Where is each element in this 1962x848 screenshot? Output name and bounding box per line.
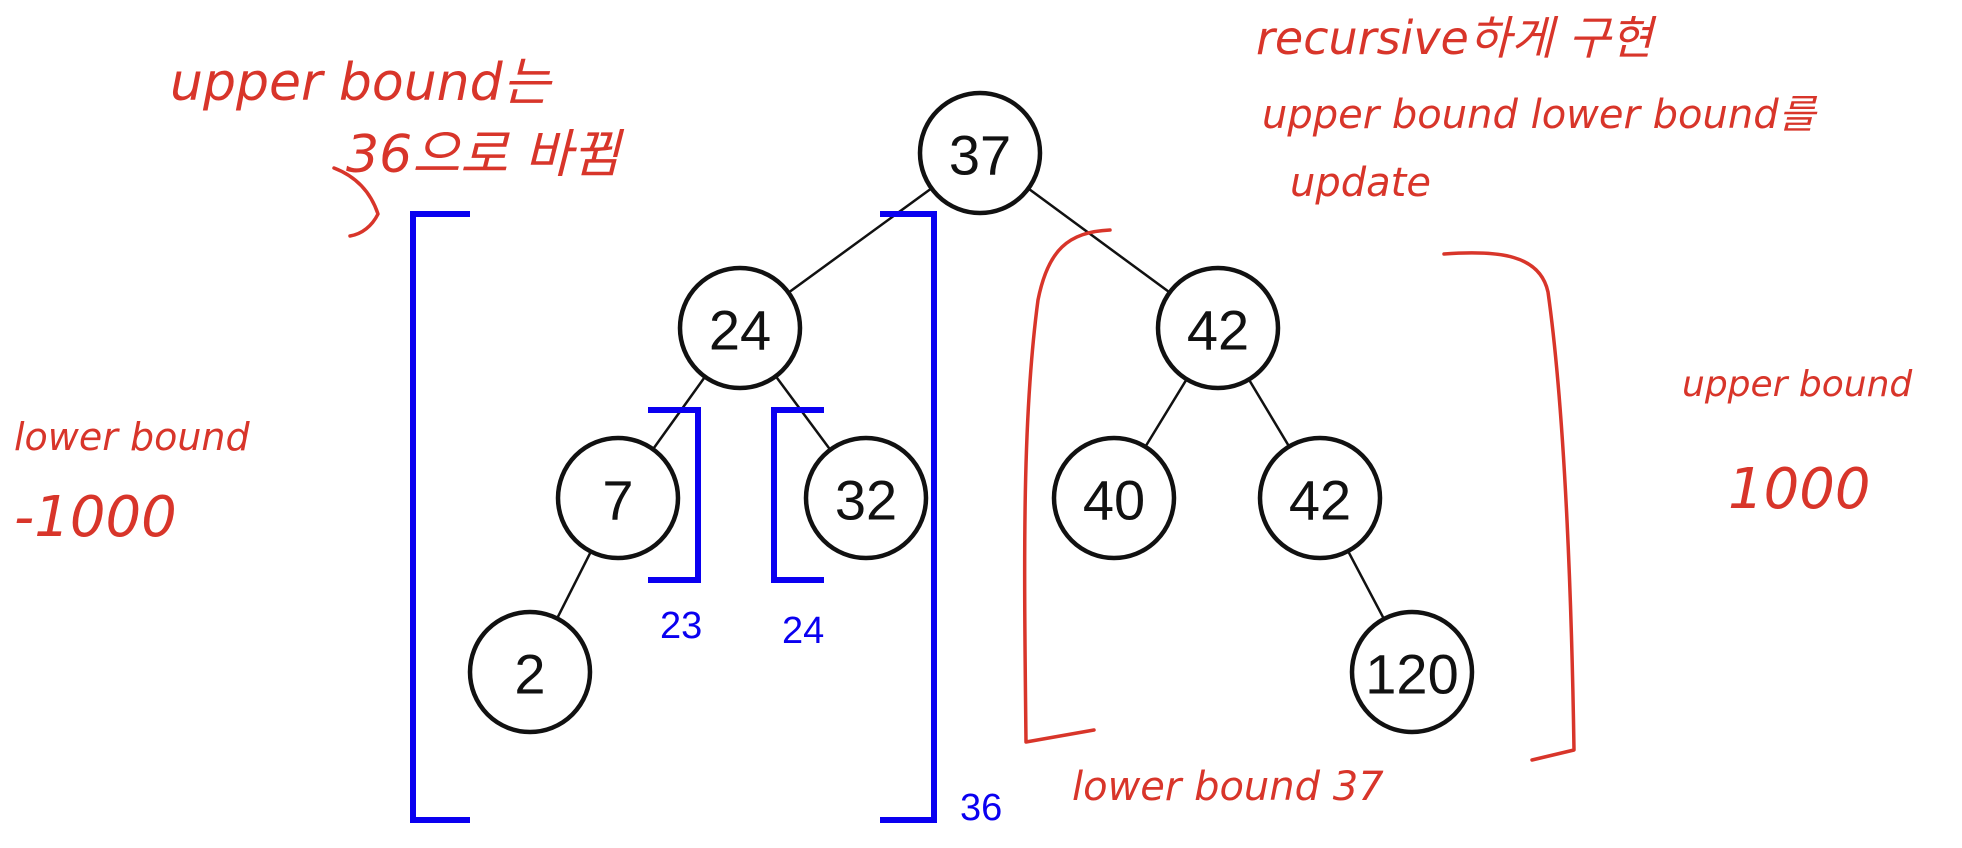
node-circle [803, 435, 929, 561]
tree-node: 42 [1155, 265, 1281, 391]
node7-upper-bound-label: 23 [660, 605, 702, 647]
node7-close-bracket [648, 407, 701, 583]
recursive-note-line3: update [1290, 160, 1431, 206]
tree-node: 37 [917, 90, 1043, 216]
tree-node: 40 [1051, 435, 1177, 561]
blue-brackets: 36 23 24 [410, 211, 1002, 829]
node-label: 37 [949, 124, 1011, 187]
recursive-note-line2: upper bound lower bound를 [1262, 92, 1818, 138]
tree-node: 32 [803, 435, 929, 561]
node-label: 24 [709, 299, 771, 362]
right-subtree-open-stroke [1022, 228, 1112, 744]
left-lower-bound-label: lower bound [14, 415, 251, 459]
right-upper-bound-label: upper bound [1682, 364, 1913, 405]
node-label: 2 [514, 643, 545, 706]
tree-node: 42 [1257, 435, 1383, 561]
right-subtree-lower-bound-label: lower bound 37 [1072, 764, 1384, 810]
tree-nodes: 37 24 42 7 32 40 42 2 [467, 90, 1475, 735]
node-label: 42 [1289, 469, 1351, 532]
tree-node: 24 [677, 265, 803, 391]
tree-node: 120 [1349, 609, 1475, 735]
tree-node: 7 [555, 435, 681, 561]
upper-bound-note-line1: upper bound는 [170, 53, 553, 113]
node-circle [677, 265, 803, 391]
node32-lower-bound-label: 24 [782, 610, 824, 652]
node32-open-bracket [771, 407, 824, 583]
node-circle [467, 609, 593, 735]
handwritten-annotations: upper bound는 36으로 바뀜 recursive하게 구현 uppe… [14, 11, 1913, 810]
node-label: 42 [1187, 299, 1249, 362]
node-label: 7 [602, 469, 633, 532]
tree-node: 2 [467, 609, 593, 735]
right-upper-bound-value: 1000 [1728, 457, 1871, 522]
node-circle [1155, 265, 1281, 391]
node-circle [1257, 435, 1383, 561]
node-circle [917, 90, 1043, 216]
left-lower-bound-value: -1000 [14, 485, 177, 550]
upper-bound-note-line2: 36으로 바뀜 [346, 125, 624, 185]
left-subtree-open-bracket [410, 211, 470, 823]
left-subtree-close-bracket [880, 211, 937, 823]
node-circle [1349, 609, 1475, 735]
arrow-stroke [332, 166, 380, 238]
node-circle [555, 435, 681, 561]
node-circle [1051, 435, 1177, 561]
node-label: 32 [835, 469, 897, 532]
left-subtree-upper-bound-label: 36 [960, 787, 1002, 829]
node-label: 120 [1365, 643, 1458, 706]
right-subtree-close-stroke [1442, 251, 1576, 762]
node-label: 40 [1083, 469, 1145, 532]
recursive-note-line1: recursive하게 구현 [1256, 11, 1657, 65]
